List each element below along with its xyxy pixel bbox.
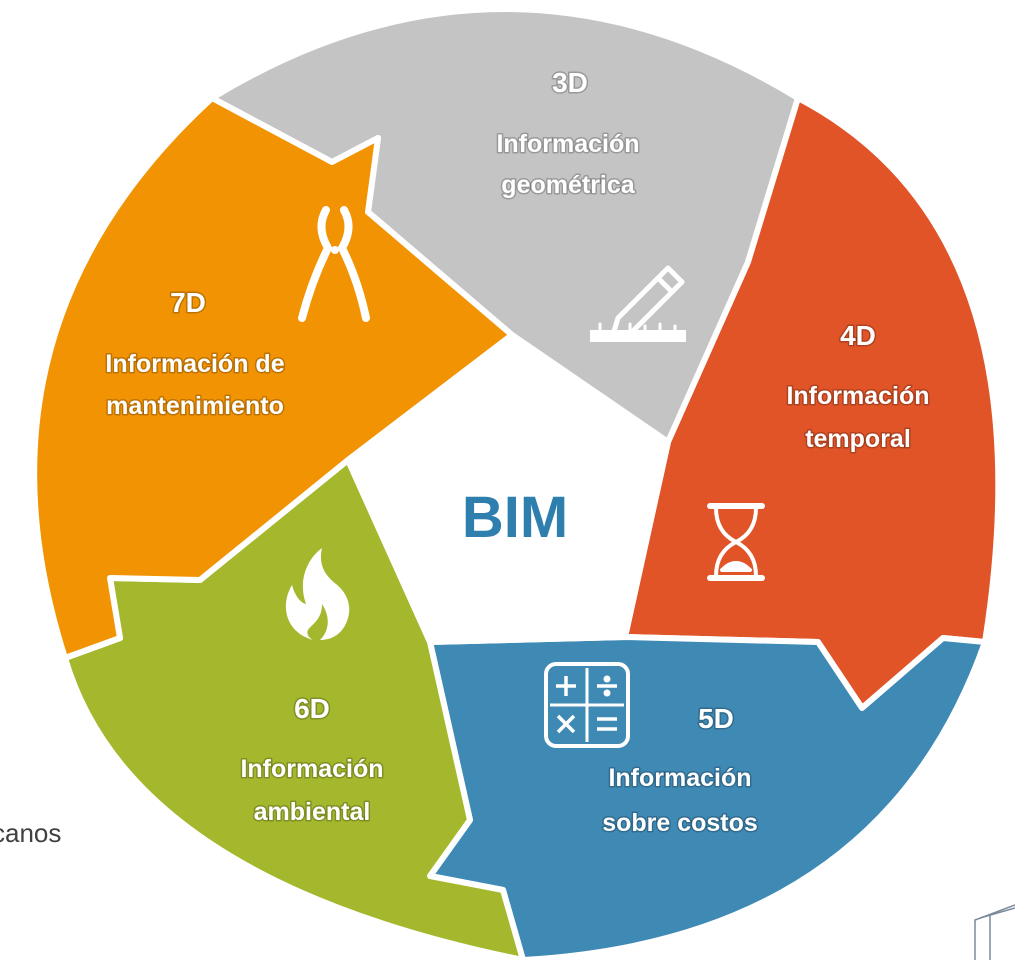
segment-5d-shape: [427, 634, 988, 960]
segment-6d-dimension: 6D: [294, 693, 330, 724]
pliers-icon: [298, 206, 370, 322]
center-hub: [345, 332, 671, 645]
segment-7d-title-line-1: Información de: [105, 350, 284, 378]
segment-5d-title-line-1: Información: [608, 764, 751, 792]
segment-5d-title-line-2: sobre costos: [602, 809, 758, 837]
segment-3d-title-line-2: geométrica: [501, 171, 635, 199]
segment-5d-dimension: 5D: [698, 703, 734, 734]
hourglass-icon: [707, 503, 765, 581]
segment-7d-shape: [31, 95, 515, 661]
segment-4d-title-line-2: temporal: [805, 425, 911, 453]
calculator-icon: [544, 662, 630, 748]
segment-4d-title-line-1: Información: [786, 382, 929, 410]
pencil-ruler-icon: [590, 265, 686, 342]
segment-4d-dimension: 4D: [840, 320, 876, 351]
segment-3d-title-line-1: Información: [496, 130, 639, 158]
segment-3d-dimension: 3D: [552, 67, 588, 98]
fire-icon: [285, 548, 350, 640]
segment-6d-title-line-2: ambiental: [254, 798, 371, 826]
segment-7d-dimension: 7D: [170, 287, 206, 318]
segment-6d-title-line-1: Información: [240, 755, 383, 783]
corner-building-icon: [974, 904, 1015, 960]
partial-text: canos: [0, 818, 61, 848]
segment-7d-title-line-2: mantenimiento: [106, 392, 284, 420]
center-label: BIM: [462, 485, 568, 550]
